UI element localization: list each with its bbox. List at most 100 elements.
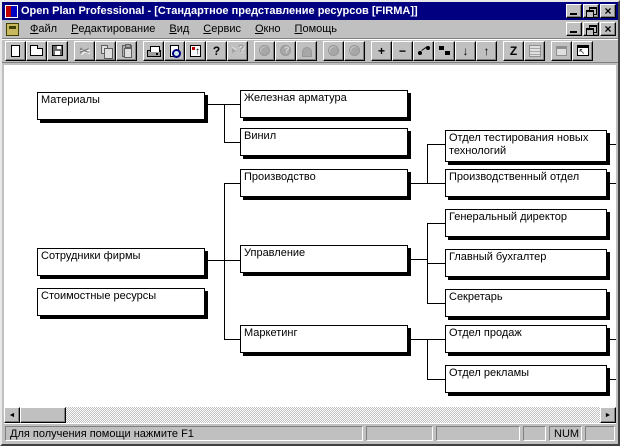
toolbar-group: Z (503, 40, 545, 61)
step-button[interactable] (434, 40, 455, 61)
connector-line (224, 183, 225, 339)
connector-line (427, 144, 445, 145)
paste-button (116, 40, 137, 61)
move-down-button[interactable]: ↓ (455, 40, 476, 61)
move-up-button[interactable]: ↑ (476, 40, 497, 61)
minimize-icon[interactable] (566, 4, 582, 18)
notes-view-button (524, 40, 545, 61)
document-icon[interactable] (6, 22, 19, 36)
mdi-restore-icon[interactable] (583, 22, 599, 36)
toolbar-group (5, 40, 68, 61)
tool-circle-2-button (323, 40, 344, 61)
resource-node-generalnyj-direktor[interactable]: Генеральный директор (445, 209, 607, 237)
num-lock-indicator: NUM (549, 425, 582, 441)
scrollbar-thumb[interactable] (20, 407, 66, 423)
remove-button[interactable]: − (392, 40, 413, 61)
arrow-down-icon: ↓ (462, 43, 469, 58)
plus-icon: + (377, 43, 385, 58)
open-button[interactable] (26, 40, 47, 61)
paste-icon (121, 43, 132, 58)
scroll-right-icon[interactable]: ► (600, 407, 616, 423)
status-panel-4 (585, 425, 615, 441)
connector-line (224, 339, 240, 340)
scroll-left-icon[interactable]: ◄ (4, 407, 20, 423)
save-button[interactable] (47, 40, 68, 61)
toolbar-group: ? (143, 40, 248, 61)
resource-node-marketing[interactable]: Маркетинг (240, 325, 408, 353)
new-document-icon (11, 44, 20, 57)
resource-node-vinil[interactable]: Винил (240, 128, 408, 156)
connector-line (427, 303, 445, 304)
resource-node-materialy[interactable]: Материалы (37, 92, 205, 120)
resource-node-otdel-reklamy[interactable]: Отдел рекламы (445, 365, 607, 393)
resource-node-proizvodstvennyj-otdel[interactable]: Производственный отдел (445, 169, 607, 197)
cut-icon: ✂ (79, 43, 90, 58)
window-restore-view-button[interactable] (572, 40, 593, 61)
mdi-minimize-icon[interactable] (566, 22, 582, 36)
status-panel-1 (366, 425, 433, 441)
resource-node-stoimostnye-resursy[interactable]: Стоимостные ресурсы (37, 288, 205, 316)
tool-circle-3-button (344, 40, 365, 61)
connector-line (411, 339, 445, 340)
add-button[interactable]: + (371, 40, 392, 61)
circle-icon (349, 45, 360, 56)
minus-icon: − (398, 43, 406, 58)
connector-line (224, 142, 240, 143)
zigzag-view-button[interactable]: Z (503, 40, 524, 61)
print-preview-icon (170, 44, 181, 58)
window-title: Open Plan Professional - [Стандартное пр… (21, 5, 418, 17)
toolbar-group: ✂ (74, 40, 137, 61)
resource-node-proizvodstvo[interactable]: Производство (240, 169, 408, 197)
connector-line (207, 104, 240, 105)
connector-line (427, 379, 445, 380)
copy-button (95, 40, 116, 61)
help-button[interactable]: ? (206, 40, 227, 61)
resource-node-sotrudniki-firmy[interactable]: Сотрудники фирмы (37, 248, 205, 276)
print-button[interactable] (143, 40, 164, 61)
connector-line (411, 183, 445, 184)
restore-icon[interactable] (583, 4, 599, 18)
tool-circle-1-button (254, 40, 275, 61)
horizontal-scrollbar[interactable]: ◄ ► (4, 407, 616, 423)
mdi-close-icon[interactable] (600, 22, 616, 36)
import-button[interactable] (185, 40, 206, 61)
toolbar-group (323, 40, 365, 61)
scrollbar-track[interactable] (66, 407, 600, 423)
connector-line (207, 260, 240, 261)
step-icon (439, 46, 444, 50)
connector-line (610, 379, 616, 380)
resource-node-zheleznaya-armatura[interactable]: Железная арматура (240, 90, 408, 118)
status-panel-2 (436, 425, 520, 441)
resource-node-glavnyj-buhgalter[interactable]: Главный бухгалтер (445, 249, 607, 277)
connector-line (427, 339, 428, 379)
tool-circle-question-button (275, 40, 296, 61)
connector-line (427, 223, 445, 224)
copy-icon (100, 44, 113, 59)
circle-icon (259, 45, 270, 56)
resource-node-sekretar[interactable]: Секретарь (445, 289, 607, 317)
resource-node-otdel-testirovaniya[interactable]: Отдел тестирования новых технологий (445, 130, 607, 162)
window-restore-icon (576, 45, 589, 56)
link-button[interactable] (413, 40, 434, 61)
resource-node-upravlenie[interactable]: Управление (240, 245, 408, 273)
connector-line (427, 144, 428, 183)
resource-node-otdel-prodazh[interactable]: Отдел продаж (445, 325, 607, 353)
close-icon[interactable] (600, 4, 616, 18)
toolbar: ✂? +− ↓ ↑ Z (2, 39, 618, 63)
connector-line (610, 144, 616, 145)
connector-line (411, 259, 427, 260)
print-preview-button[interactable] (164, 40, 185, 61)
status-panel-3 (523, 425, 546, 441)
new-button[interactable] (5, 40, 26, 61)
status-message: Для получения помощи нажмите F1 (5, 425, 363, 441)
cut-button: ✂ (74, 40, 95, 61)
window-small-icon (556, 45, 567, 56)
